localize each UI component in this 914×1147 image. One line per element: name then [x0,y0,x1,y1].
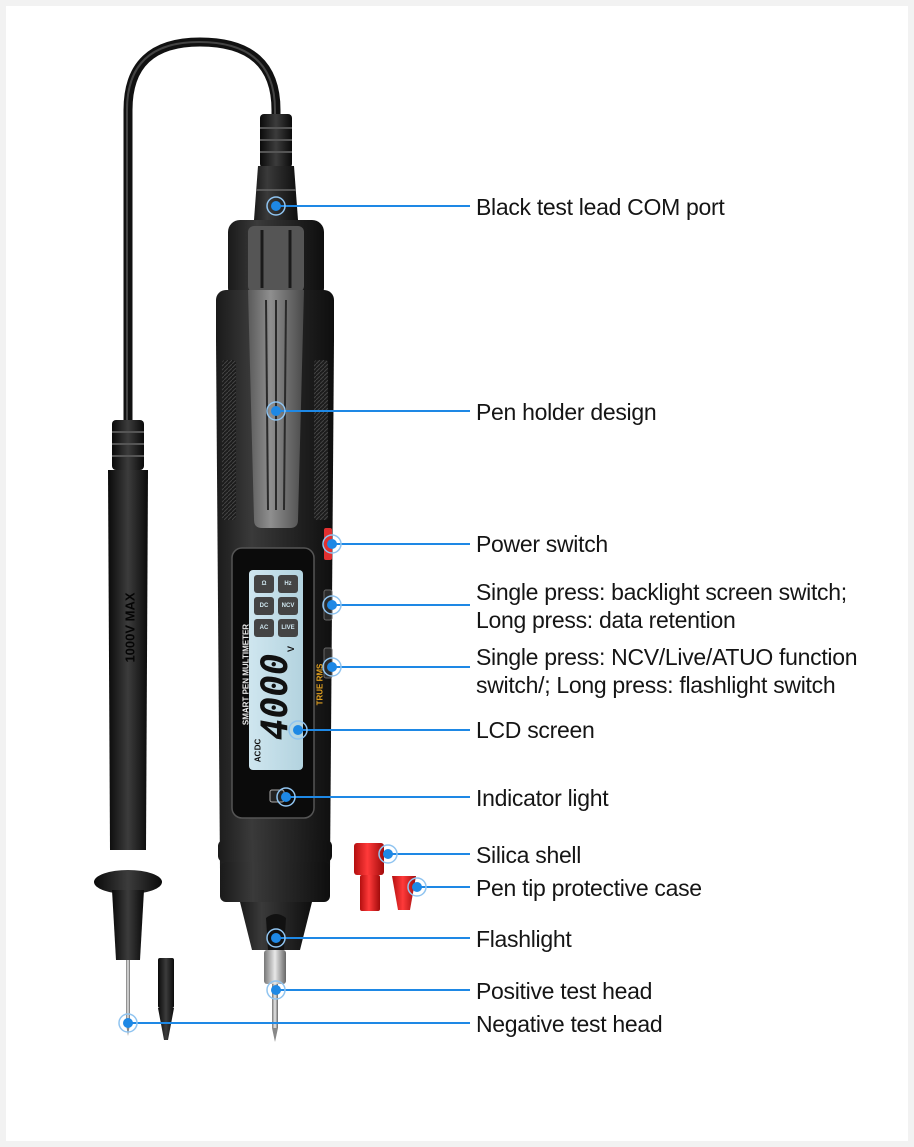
callout-dot [271,201,281,211]
callout-dot [271,406,281,416]
callout-dot [271,985,281,995]
label-silica-shell: Silica shell [476,842,582,868]
lcd-reading: 4000 [255,653,296,740]
label-flashlight: Flashlight [476,926,572,952]
lcd-mode-ac: AC [253,750,263,763]
callout-dot [412,882,422,892]
label-indicator-light: Indicator light [476,785,609,811]
lcd-unit: V [286,645,297,653]
callout-dots [123,201,422,1028]
label-negative-head: Negative test head [476,1011,663,1037]
callout-dot [293,725,303,735]
label-com-port: Black test lead COM port [476,194,725,220]
diagram-panel [6,6,908,1141]
lcd-icon: NCV [281,603,295,609]
pen-tip-case [392,876,416,910]
negative-probe [94,420,162,1036]
callout-dot [327,662,337,672]
brand-line: SMART PEN MULTIMETER [241,623,251,726]
lcd-icon: Ω [261,581,267,587]
callout-dot [327,600,337,610]
callout-dot [281,792,291,802]
callout-dot [123,1018,133,1028]
positive-probe [264,950,286,1042]
label-backlight-button: Single press: backlight screen switch; L… [476,578,847,634]
label-lcd-screen: LCD screen [476,717,595,743]
lcd-icon: Hz [284,581,292,587]
lcd-icon-grid: Ω Hz DC NCV AC LIVE [254,575,298,637]
test-lead-cable [123,37,281,420]
lcd-icon: DC [259,603,269,609]
lcd-icon: AC [259,625,269,631]
label-line: Single press: backlight screen switch; [476,579,847,605]
lcd-icon: LIVE [281,625,295,631]
label-line: switch/; Long press: flashlight switch [476,672,836,698]
label-line: Single press: NCV/Live/ATUO function [476,644,858,670]
probe-cap [158,958,174,1040]
label-pen-tip-case: Pen tip protective case [476,875,702,901]
label-positive-head: Positive test head [476,978,653,1004]
label-function-button: Single press: NCV/Live/ATUO function swi… [476,643,858,699]
callout-dot [271,933,281,943]
callout-dot [327,539,337,549]
callout-dot [383,849,393,859]
callout-halos [118,196,427,1033]
probe-rating: 1000V MAX [122,592,138,663]
silica-shell [354,843,384,911]
label-pen-holder: Pen holder design [476,399,657,425]
lcd-mode-dc: DC [253,738,263,751]
lcd-mode-icons [254,575,298,637]
label-power-switch: Power switch [476,531,608,557]
label-line: Long press: data retention [476,607,736,633]
true-rms-label: TRUE RMS [315,663,325,706]
callout-lines [128,205,470,1024]
